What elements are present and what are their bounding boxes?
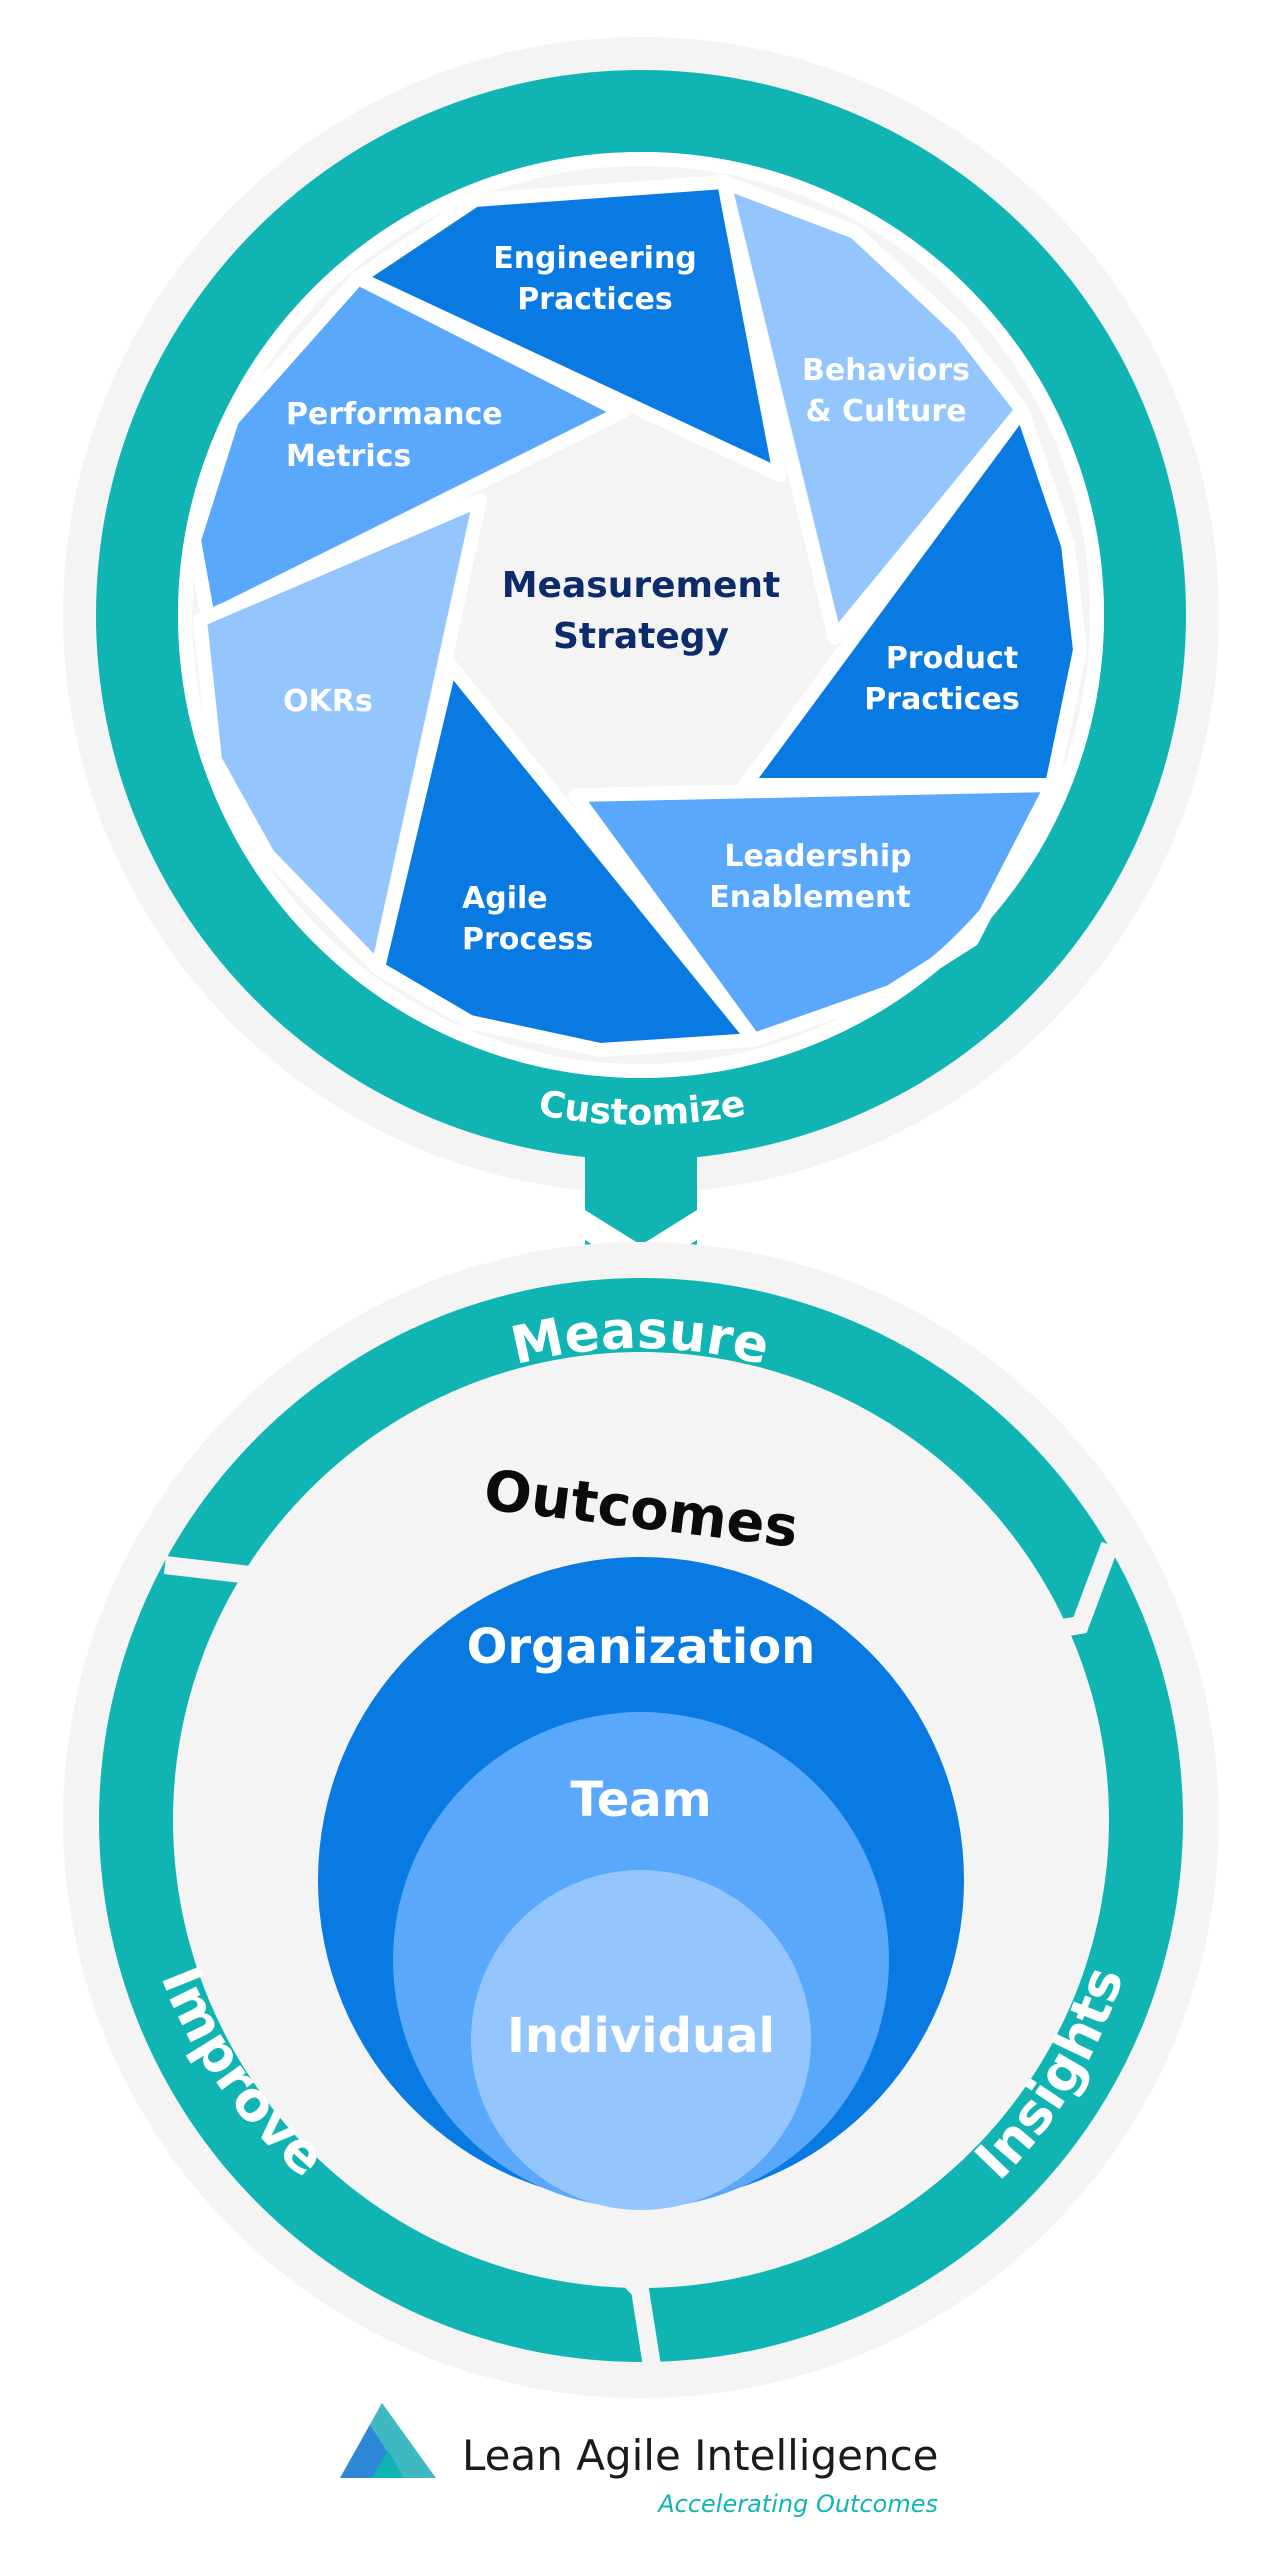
blade-performance-metrics [187, 271, 629, 625]
level-organization-label: Organization [467, 1619, 816, 1675]
level-individual-circle [471, 1870, 811, 2210]
blade-label-product-2: Practices [864, 682, 1019, 717]
brand-tagline: Accelerating Outcomes [656, 2490, 938, 2518]
blade-label-behaviors-2: & Culture [805, 394, 966, 429]
measurement-strategy-group: Engineering Practices Behaviors & Cultur… [63, 37, 1219, 1193]
shutter-blades [187, 175, 1087, 1057]
blade-okrs [193, 493, 487, 975]
blade-label-agile-2: Process [462, 922, 593, 957]
blade-label-engineering-1: Engineering [493, 241, 697, 276]
blade-label-engineering-2: Practices [517, 282, 672, 317]
strategy-title-line1: Measurement [502, 565, 781, 606]
blade-behaviors-culture [717, 175, 1029, 645]
strategy-title-line2: Strategy [553, 616, 729, 657]
blade-label-okrs: OKRs [283, 684, 373, 719]
lean-agile-triangle-logo-icon [340, 2403, 436, 2478]
connector-upper [585, 1130, 697, 1245]
blade-label-agile-1: Agile [462, 881, 548, 916]
blade-label-behaviors-1: Behaviors [802, 353, 970, 388]
blade-agile-process [371, 658, 761, 1057]
brand-footer: Lean Agile Intelligence Accelerating Out… [340, 2403, 939, 2518]
blade-label-performance-1: Performance [286, 397, 503, 432]
level-individual-label: Individual [507, 2008, 775, 2064]
brand-name: Lean Agile Intelligence [462, 2431, 939, 2480]
blade-label-product-1: Product [886, 641, 1018, 676]
blade-label-leadership-2: Enablement [709, 880, 911, 915]
strategy-inner-border [178, 152, 1104, 1078]
blade-product-practices [738, 403, 1087, 792]
level-team-label: Team [570, 1772, 711, 1828]
outcomes-cycle-group: Measure Improve Insights Outcomes Organi… [63, 1242, 1219, 2398]
blade-label-performance-2: Metrics [286, 439, 411, 474]
blade-label-leadership-1: Leadership [724, 839, 911, 874]
